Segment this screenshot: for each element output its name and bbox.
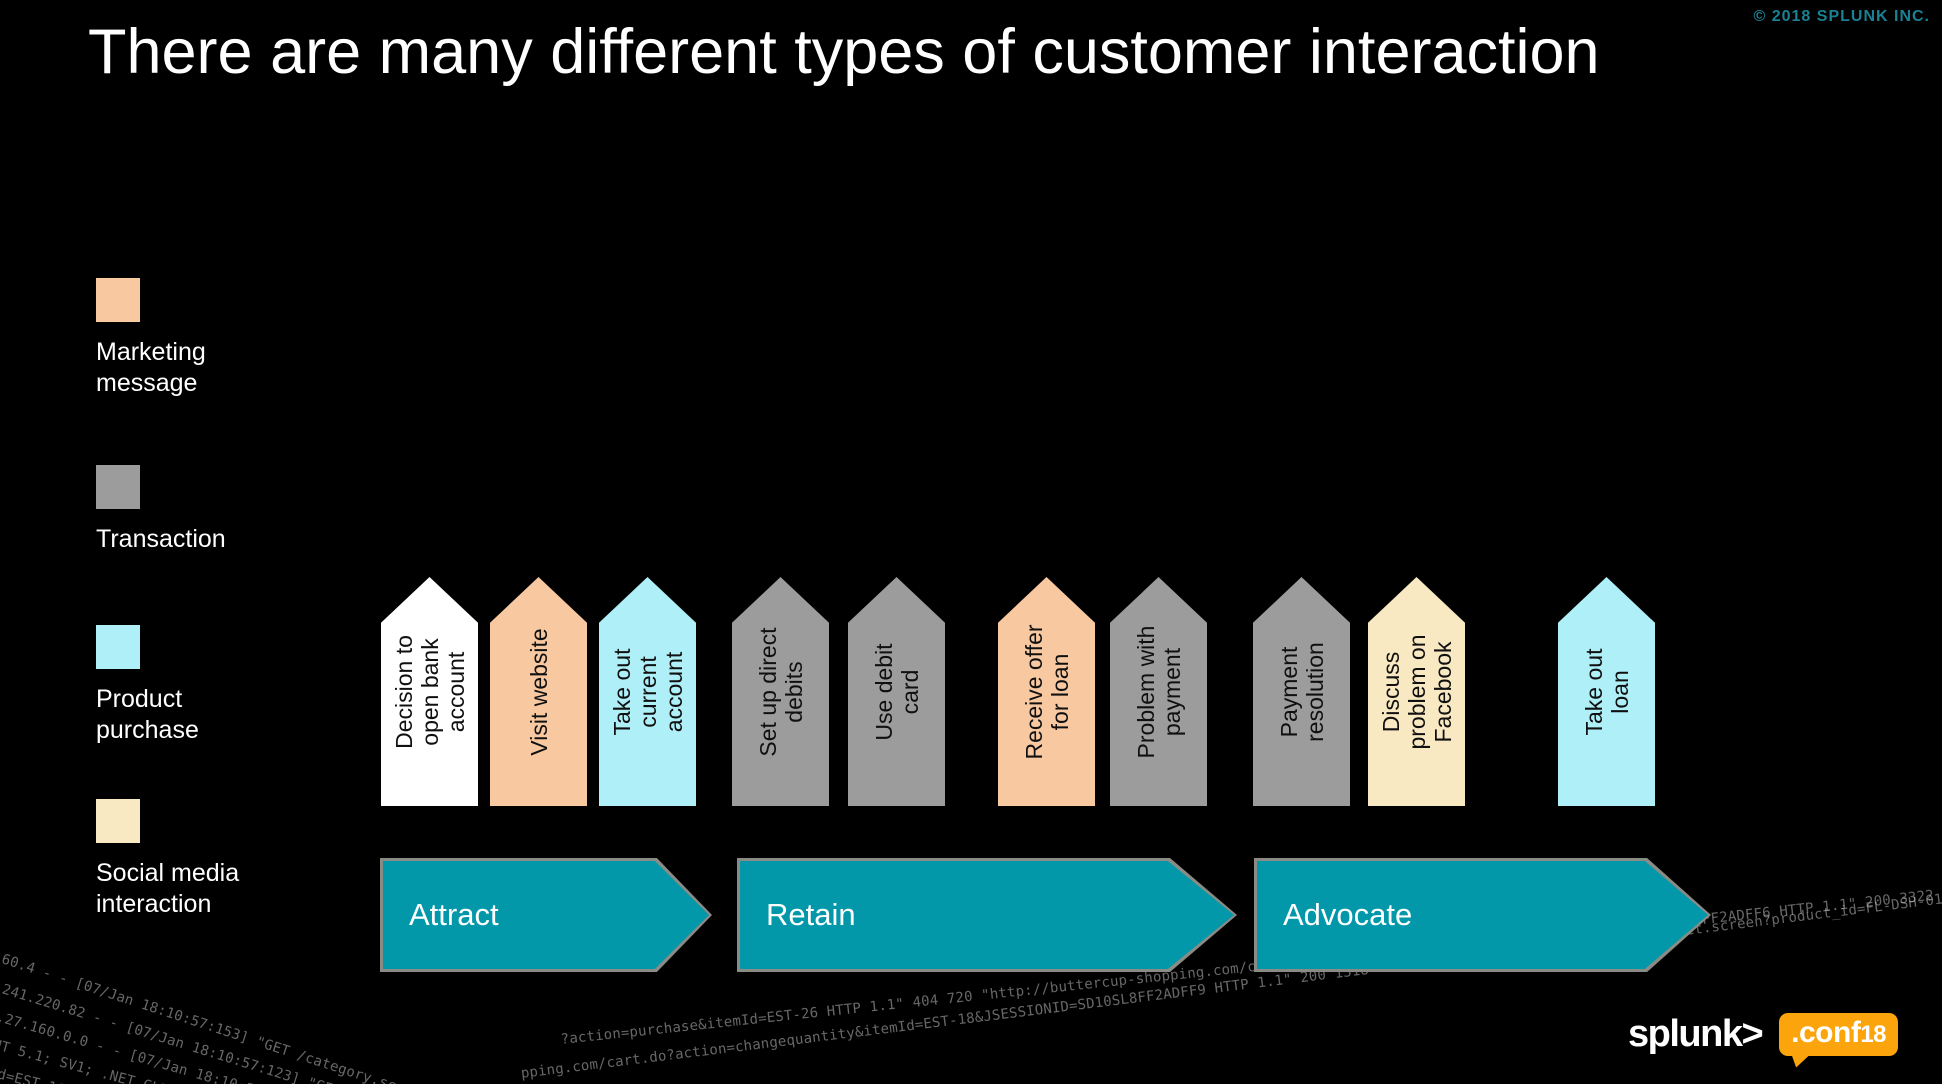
journey-step-arrow: Problem with payment <box>1110 577 1207 806</box>
background-log-line: 317.27.160.0.0 - - [07/Jan 18:10:56:156]… <box>0 1002 1832 1084</box>
speech-bubble-tail-icon <box>1791 1053 1812 1068</box>
legend-label: Marketing message <box>96 338 206 397</box>
journey-step-arrow: Discuss problem on Facebook <box>1368 577 1465 806</box>
splunk-wordmark: splunk> <box>1628 1012 1764 1055</box>
legend-item: Social media interaction <box>96 799 336 920</box>
phase-label: Retain <box>766 897 856 932</box>
conf-badge-name: .conf <box>1791 1015 1861 1049</box>
journey-step-label: Payment resolution <box>1275 641 1328 742</box>
journey-step-arrow: Set up direct debits <box>732 577 829 806</box>
legend-label: Transaction <box>96 525 226 553</box>
journey-step-arrow: Use debit card <box>848 577 945 806</box>
legend-label: Product purchase <box>96 685 199 744</box>
phase-banner-fill: Attract <box>383 861 709 969</box>
journey-step-arrow: Take out current account <box>599 577 696 806</box>
journey-step-label: Receive offer for loan <box>1020 623 1073 760</box>
background-log-line: ws NT 5.1; SV1; .NET CLR 1.1.4322)" 468 … <box>0 1030 1837 1084</box>
legend-item: Product purchase <box>96 625 336 746</box>
journey-step-label: Take out loan <box>1580 648 1633 735</box>
journey-step-arrow: Receive offer for loan <box>998 577 1095 806</box>
journey-step-arrow: Visit website <box>490 577 587 806</box>
conf18-badge: .conf18 <box>1779 1012 1899 1068</box>
conf-badge-year: 18 <box>1860 1020 1887 1048</box>
legend-item: Marketing message <box>96 278 336 399</box>
background-log-line: temId=EST-16&product_id=RP-LI-02 [07/Jan… <box>0 1058 1925 1084</box>
legend-color-swatch <box>96 799 140 843</box>
journey-step-arrow: Decision to open bank account <box>381 577 478 806</box>
legend-label: Social media interaction <box>96 859 240 918</box>
legend-color-swatch <box>96 625 140 669</box>
journey-step-label: Set up direct debits <box>754 626 807 757</box>
journey-step-label: Use debit card <box>870 642 923 741</box>
journey-step-label: Problem with payment <box>1132 625 1185 758</box>
copyright-notice: © 2018 SPLUNK INC. <box>1753 8 1930 25</box>
phase-banner: Advocate <box>1254 858 1711 972</box>
legend-item: Transaction <box>96 465 336 555</box>
journey-step-label: Discuss problem on Facebook <box>1377 633 1456 750</box>
phase-banner: Attract <box>380 858 712 972</box>
splunk-logo: splunk> .conf18 <box>1628 1010 1899 1068</box>
journey-step-arrow: Take out loan <box>1558 577 1655 806</box>
background-log-line: 28.241.220.82 - - [07/Jan 18:10:57:123] … <box>0 974 1878 1084</box>
phase-banner: Retain <box>737 858 1237 972</box>
phase-banner-fill: Advocate <box>1257 861 1708 969</box>
journey-step-label: Decision to open bank account <box>390 634 469 749</box>
page-title: There are many different types of custom… <box>88 17 1600 87</box>
phase-banner-fill: Retain <box>740 861 1234 969</box>
journey-step-label: Visit website <box>525 627 552 756</box>
phase-label: Attract <box>409 897 499 932</box>
journey-step-arrow: Payment resolution <box>1253 577 1350 806</box>
legend-color-swatch <box>96 465 140 509</box>
phase-label: Advocate <box>1283 897 1413 932</box>
legend-color-swatch <box>96 278 140 322</box>
journey-step-label: Take out current account <box>608 648 687 735</box>
